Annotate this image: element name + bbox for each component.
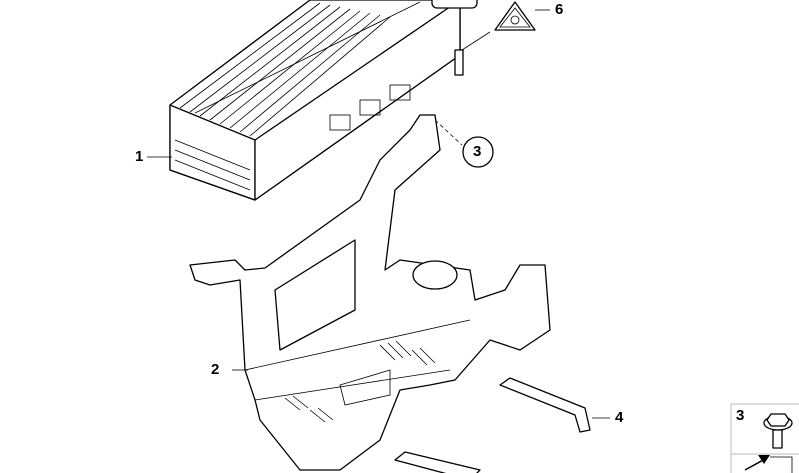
callout-circle bbox=[462, 136, 494, 168]
arrow-icon bbox=[744, 455, 793, 473]
callout-bracket: 2 bbox=[211, 361, 220, 378]
amplifier-unit bbox=[169, 0, 464, 201]
callout-warning-label: 6 bbox=[555, 1, 564, 18]
callout-strip: 4 bbox=[615, 409, 624, 426]
inset-box bbox=[730, 403, 799, 473]
warning-triangle-icon bbox=[494, 1, 536, 31]
inset-screw-number: 3 bbox=[736, 407, 745, 424]
mounting-bracket bbox=[189, 114, 551, 471]
callout-amplifier: 1 bbox=[135, 148, 144, 165]
screw-icon bbox=[763, 413, 793, 449]
label-plate bbox=[431, 0, 478, 9]
strip-part bbox=[499, 377, 591, 433]
strip-part-lower bbox=[394, 451, 481, 473]
callout-screw: 3 bbox=[473, 143, 482, 160]
